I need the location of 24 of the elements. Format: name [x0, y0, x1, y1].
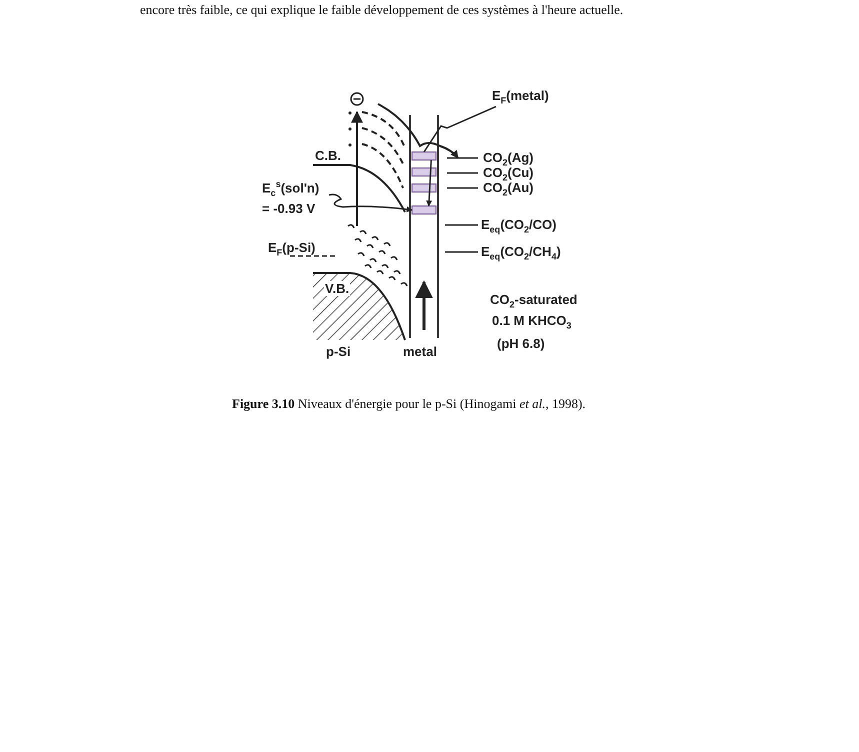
band-label: V.B. — [324, 281, 350, 296]
surface-state-box — [412, 152, 436, 160]
material-label: p-Si — [326, 344, 351, 359]
surface-state-box — [412, 168, 436, 176]
leader-line — [328, 194, 413, 212]
electrolyte-note: (pH 6.8) — [497, 336, 545, 351]
level-label: E$_{F}$(p-Si) — [268, 240, 316, 260]
surface-state-box — [412, 184, 436, 192]
body-text: encore très faible, ce qui explique le faible développement de ces systèmes à l'heure actuelle. — [140, 2, 624, 17]
level-label: CO$_{2}$(Cu) — [483, 165, 534, 183]
level-label: E$_{eq}$(CO$_{2}$/CO) — [481, 217, 556, 237]
level-label: E$_{F}$(metal) — [492, 88, 549, 109]
arrow — [426, 160, 432, 207]
electrolyte-note: 0.1 M KHCO$_{3}$ — [492, 313, 572, 333]
level-label: CO$_{2}$(Ag) — [483, 150, 534, 168]
band-label: C.B. — [315, 148, 341, 163]
surface-state-box — [412, 206, 436, 214]
electrolyte-note: CO$_{2}$-saturated — [490, 292, 578, 312]
level-label: E$_{eq}$(CO$_{2}$/CH$_{4}$) — [481, 244, 561, 264]
level-label: E$_{c}$$^{s}$(sol'n) = -0.93 V — [262, 177, 328, 216]
figure-caption: Figure 3.10 Niveaux d'énergie pour le p-Si (Hinogami et al., 1998). — [232, 396, 586, 411]
level-label: CO$_{2}$(Au) — [483, 180, 534, 200]
material-label: metal — [403, 344, 437, 359]
leader-line — [423, 106, 496, 152]
